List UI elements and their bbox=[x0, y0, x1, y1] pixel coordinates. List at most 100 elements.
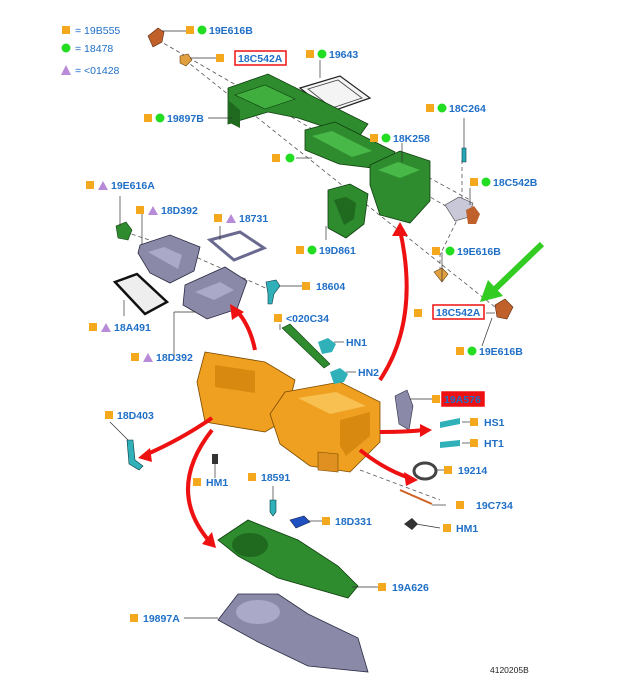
orange-square-icon bbox=[444, 466, 452, 474]
callout-18D392-bottom: 18D392 bbox=[156, 352, 193, 364]
hose-HS1 bbox=[440, 418, 460, 428]
oring-19214 bbox=[412, 461, 438, 481]
green-circle-icon bbox=[445, 246, 455, 256]
red-arrow-left bbox=[144, 416, 214, 457]
green-circle-icon bbox=[197, 25, 207, 35]
callout-18591: 18591 bbox=[261, 472, 290, 484]
legend-square-text: = 19B555 bbox=[75, 25, 120, 37]
plug-HM1-left bbox=[212, 454, 218, 464]
callout-18A491: 18A491 bbox=[114, 322, 151, 334]
orange-square-icon bbox=[432, 247, 440, 255]
upper-duct-parts bbox=[147, 27, 514, 320]
figure-reference: 4120205B bbox=[490, 665, 529, 675]
red-arrow-left-up bbox=[234, 308, 257, 351]
highlight-box bbox=[234, 50, 287, 66]
orange-square-icon bbox=[370, 134, 378, 142]
red-arrow-up bbox=[378, 229, 409, 382]
orange-square-icon bbox=[216, 54, 224, 62]
orange-square-icon bbox=[302, 282, 310, 290]
callout-HN2: HN2 bbox=[358, 367, 379, 379]
orange-square-icon bbox=[86, 181, 94, 189]
callout-HN1: HN1 bbox=[346, 337, 367, 349]
callout-18K258: 18K258 bbox=[393, 133, 430, 145]
callouts: 19E616B 18C542A 19643 19897B 18C264 18K2… bbox=[86, 25, 538, 625]
frame-18731 bbox=[206, 230, 268, 262]
purple-triangle-icon bbox=[98, 181, 108, 190]
orange-square-icon bbox=[426, 104, 434, 112]
purple-triangle-icon bbox=[61, 65, 71, 75]
callout-19D861: 19D861 bbox=[319, 245, 356, 257]
purple-triangle-icon bbox=[148, 206, 158, 215]
tube-19C734 bbox=[399, 489, 433, 505]
hose-HN2 bbox=[330, 368, 348, 384]
orange-square-icon bbox=[144, 114, 152, 122]
callout-19A626: 19A626 bbox=[392, 582, 429, 594]
callout-18D392-top: 18D392 bbox=[161, 205, 198, 217]
highlight-box bbox=[432, 304, 485, 320]
orange-square-icon bbox=[296, 246, 304, 254]
green-circle-icon bbox=[481, 177, 491, 187]
hook-18D403 bbox=[126, 439, 144, 471]
orange-square-icon bbox=[378, 583, 386, 591]
orange-square-icon bbox=[105, 411, 113, 419]
orange-square-icon bbox=[432, 395, 440, 403]
actuator-18C542A-top bbox=[179, 53, 193, 67]
callout-18C542B: 18C542B bbox=[493, 177, 538, 189]
orange-square-icon bbox=[456, 501, 464, 509]
green-circle-icon bbox=[307, 245, 317, 255]
green-circle-icon bbox=[61, 43, 71, 53]
red-arrow-right-2 bbox=[358, 448, 411, 480]
red-arrow-down bbox=[186, 428, 214, 544]
flow-arrows bbox=[138, 222, 432, 548]
callout-19E616B-top: 19E616B bbox=[209, 25, 253, 37]
callout-18C264: 18C264 bbox=[449, 103, 486, 115]
purple-triangle-icon bbox=[226, 214, 236, 223]
orange-square-icon bbox=[306, 50, 314, 58]
red-arrow-right-1 bbox=[379, 428, 426, 434]
connector-19E616B-mid bbox=[433, 267, 449, 283]
orange-square-icon bbox=[272, 154, 280, 162]
plug-HM1-right bbox=[404, 518, 418, 530]
connector-19E616B-right bbox=[494, 298, 514, 320]
bracket-19A576 bbox=[394, 389, 414, 431]
legend-circle-text: = 18478 bbox=[75, 43, 113, 55]
callout-HT1: HT1 bbox=[484, 438, 504, 450]
green-circle-icon bbox=[437, 103, 447, 113]
orange-square-icon bbox=[130, 614, 138, 622]
green-arrow bbox=[480, 241, 545, 302]
orange-square-icon bbox=[193, 478, 201, 486]
purple-triangle-icon bbox=[101, 323, 111, 332]
callout-19897A: 19897A bbox=[143, 613, 180, 625]
bar-020C34 bbox=[281, 323, 331, 369]
green-circle-icon bbox=[155, 113, 165, 123]
gasket-18A491 bbox=[112, 272, 170, 316]
legend: = 19B555 = 18478 = <01428 bbox=[61, 25, 120, 77]
connector-19E616A bbox=[115, 221, 133, 241]
orange-square-icon bbox=[443, 524, 451, 532]
callout-19214: 19214 bbox=[458, 465, 487, 477]
main-housing bbox=[126, 323, 460, 530]
callout-HS1: HS1 bbox=[484, 417, 505, 429]
orange-square-icon bbox=[274, 314, 282, 322]
green-circle-icon bbox=[285, 153, 295, 163]
callout-19897B: 19897B bbox=[167, 113, 204, 125]
callout-19643: 19643 bbox=[329, 49, 358, 61]
orange-square-icon bbox=[470, 178, 478, 186]
orange-square-icon bbox=[470, 439, 478, 447]
hose-HN1 bbox=[318, 338, 336, 354]
callout-18604: 18604 bbox=[316, 281, 345, 293]
duct-19A626 bbox=[217, 519, 359, 599]
callout-18731: 18731 bbox=[239, 213, 268, 225]
orange-square-icon bbox=[131, 353, 139, 361]
callout-19A576: 19A576 bbox=[444, 394, 481, 406]
orange-square-icon bbox=[89, 323, 97, 331]
orange-square-icon bbox=[62, 26, 70, 34]
sensor-18591 bbox=[269, 499, 277, 517]
callout-HM1-left: HM1 bbox=[206, 477, 228, 489]
callout-19C734: 19C734 bbox=[476, 500, 513, 512]
valve-18604 bbox=[265, 279, 281, 305]
orange-square-icon bbox=[456, 347, 464, 355]
callout-18C542A-mid: 18C542A bbox=[436, 307, 481, 319]
callout-19E616B-right: 19E616B bbox=[479, 346, 523, 358]
